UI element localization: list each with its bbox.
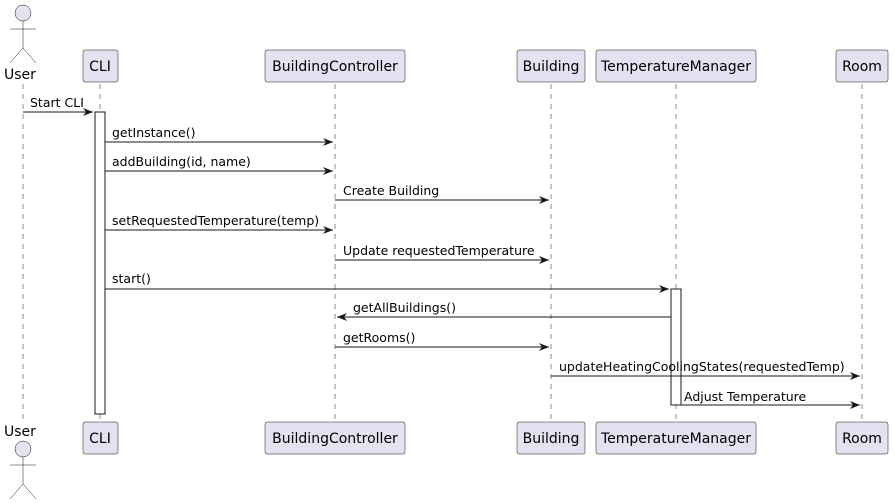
arrow-head-icon — [539, 256, 549, 264]
arrow-head-icon — [323, 167, 333, 175]
activation-temperaturemanager — [670, 288, 682, 406]
participant-box-room — [835, 49, 889, 83]
message-label: setRequestedTemperature(temp) — [112, 213, 319, 228]
participant-box-temperaturemanager — [595, 49, 757, 83]
participant-box-temperaturemanager — [595, 421, 757, 455]
participant-label: User — [4, 67, 36, 83]
participant-label: CLI — [89, 431, 111, 447]
participant-label: Room — [842, 431, 882, 447]
participant-label: Building — [523, 431, 580, 447]
message-label: Create Building — [343, 183, 439, 198]
participant-box-room — [835, 421, 889, 455]
participant-box-buildingcontroller — [264, 421, 406, 455]
actor-user-bottom: User — [4, 424, 37, 500]
arrow-head-icon — [850, 372, 860, 380]
message-label: addBuilding(id, name) — [112, 154, 251, 169]
participant-label: Room — [842, 59, 882, 75]
participant-label: TemperatureManager — [600, 59, 751, 75]
message-label: start() — [112, 271, 151, 286]
participant-box-building — [516, 49, 586, 83]
actor-icon — [14, 4, 32, 22]
arrow-head-icon — [83, 108, 93, 116]
arrow-head-icon — [850, 401, 860, 409]
participant-box-building — [516, 421, 586, 455]
participant-label: BuildingController — [272, 59, 398, 75]
participant-box-buildingcontroller — [264, 49, 406, 83]
participant-box-cli — [82, 49, 119, 83]
arrow-head-icon — [323, 138, 333, 146]
message-label: getRooms() — [343, 330, 415, 345]
message-label: getAllBuildings() — [353, 300, 456, 315]
message-label: getInstance() — [112, 125, 195, 140]
arrow-head-icon — [539, 343, 549, 351]
message-label: Update requestedTemperature — [343, 243, 535, 258]
participant-label: TemperatureManager — [600, 431, 751, 447]
messages: Start CLI getInstance() addBuilding(id, … — [23, 95, 860, 409]
arrow-head-icon — [323, 226, 333, 234]
message-label: Adjust Temperature — [684, 389, 807, 404]
participants-bottom: User CLI BuildingController Building Tem… — [4, 421, 889, 500]
actor-icon — [14, 440, 32, 458]
arrow-head-icon — [659, 285, 669, 293]
arrow-head-icon — [337, 313, 347, 321]
participant-box-cli — [82, 421, 119, 455]
activation-cli — [94, 111, 106, 415]
arrow-head-icon — [539, 196, 549, 204]
message-label: Start CLI — [30, 95, 84, 110]
participants-top: User CLI BuildingController Building Tem… — [4, 4, 889, 83]
participant-label: User — [4, 424, 36, 440]
actor-user-top: User — [4, 4, 37, 83]
participant-label: CLI — [89, 59, 111, 75]
participant-label: Building — [523, 59, 580, 75]
message-label: updateHeatingCoolingStates(requestedTemp… — [559, 359, 845, 374]
participant-label: BuildingController — [272, 431, 398, 447]
